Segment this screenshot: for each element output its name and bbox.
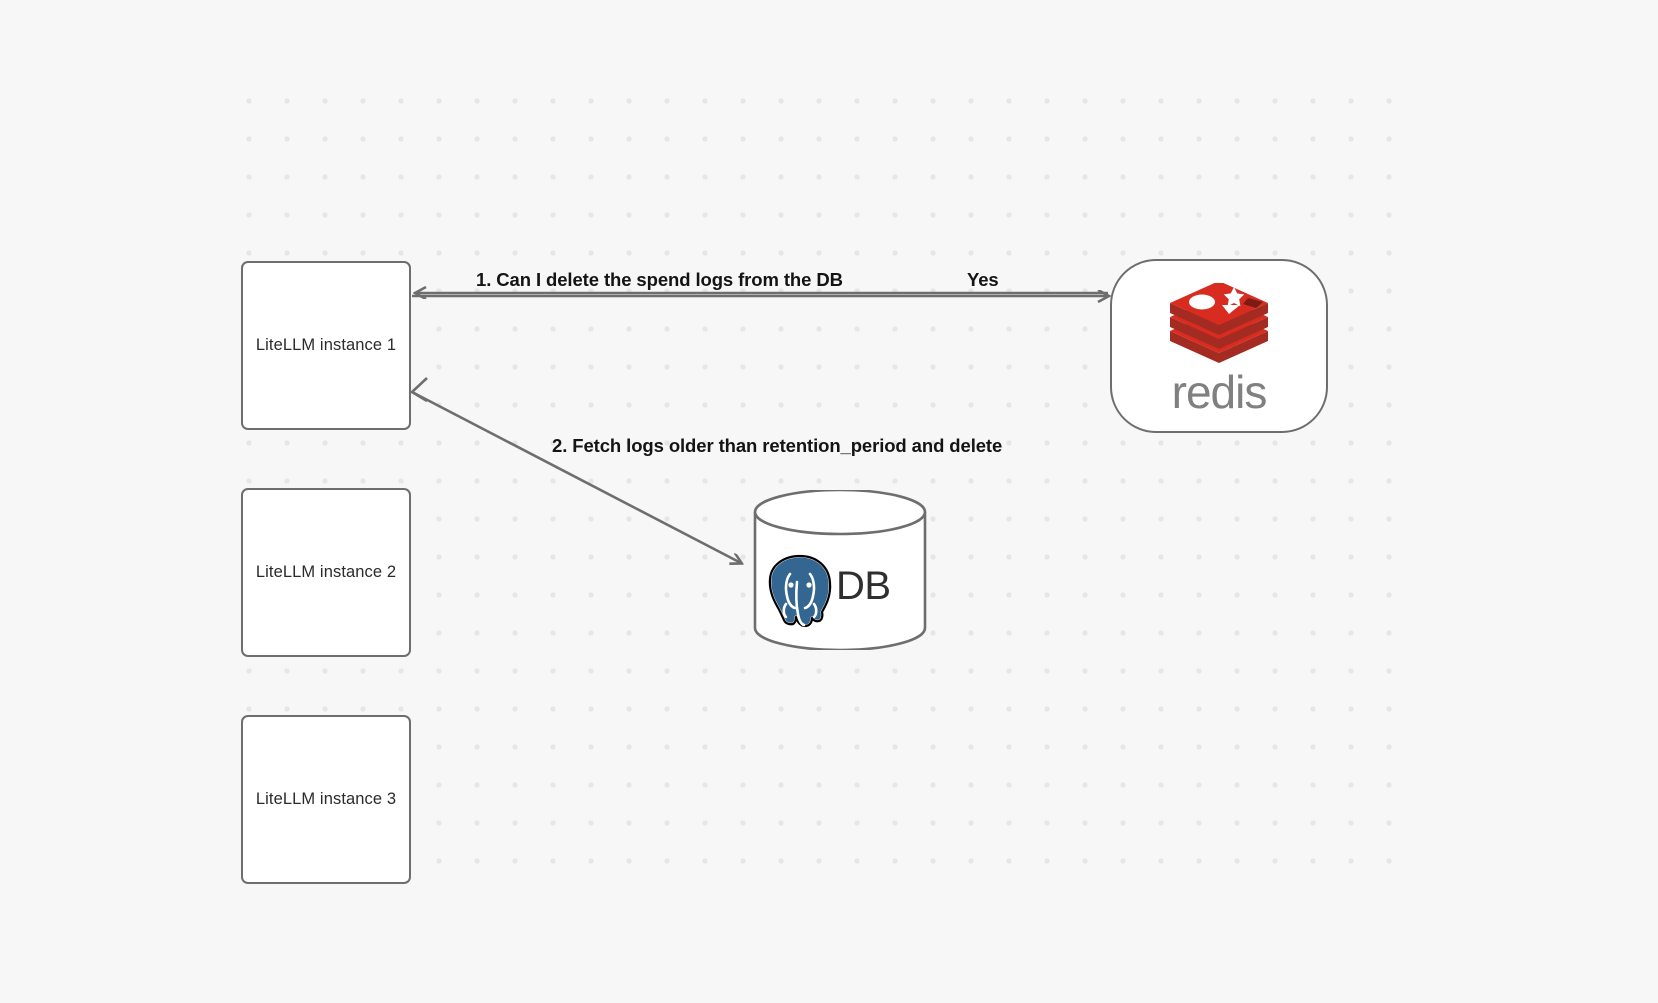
postgresql-elephant-icon — [764, 552, 836, 630]
edge-litellm1-to-db — [411, 390, 741, 563]
edge-label-1: 1. Can I delete the spend logs from the … — [476, 269, 843, 290]
node-litellm-instance-2-label: LiteLLM instance 2 — [255, 563, 397, 581]
db-label: DB — [836, 564, 891, 608]
redis-logo-icon — [1164, 281, 1274, 365]
node-postgres-db[interactable]: DB — [752, 490, 928, 650]
edge-label-yes: Yes — [967, 269, 999, 290]
edge-label-2: 2. Fetch logs older than retention_perio… — [552, 435, 1003, 456]
node-litellm-instance-1-label: LiteLLM instance 1 — [255, 336, 397, 354]
node-litellm-instance-2[interactable]: LiteLLM instance 2 — [241, 488, 411, 657]
redis-wordmark: redis — [1171, 366, 1268, 418]
node-redis[interactable]: redis — [1110, 259, 1328, 433]
node-litellm-instance-3[interactable]: LiteLLM instance 3 — [241, 715, 411, 884]
node-litellm-instance-1[interactable]: LiteLLM instance 1 — [241, 261, 411, 430]
edge-db-to-litellm1-arrowhead — [409, 377, 428, 403]
node-litellm-instance-3-label: LiteLLM instance 3 — [255, 790, 397, 808]
